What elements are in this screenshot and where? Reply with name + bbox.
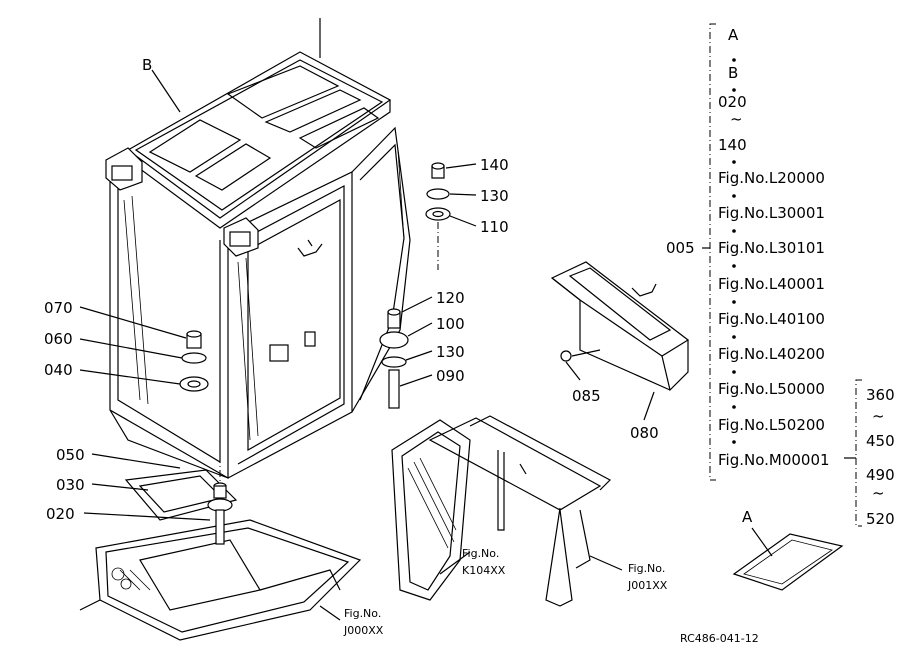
list-item: Fig.No.L20000	[718, 169, 825, 187]
callout-020: 020	[46, 505, 75, 523]
callout-130-bottom: 130	[436, 343, 465, 361]
figref-j001-line2: J001XX	[627, 579, 668, 592]
document-code: RC486-041-12	[680, 632, 759, 645]
figref-j001-line1: Fig.No.	[628, 562, 665, 575]
list-separator-dot	[732, 264, 736, 268]
list-item: Fig.No.L40200	[718, 345, 825, 363]
list-item: Fig.No.L50200	[718, 416, 825, 434]
callout-100: 100	[436, 315, 465, 333]
list-item: A	[728, 26, 739, 44]
callout-130-top: 130	[480, 187, 509, 205]
callout-040: 040	[44, 361, 73, 379]
list-separator-dot	[732, 300, 736, 304]
base-frame	[79, 400, 362, 641]
list-item: Fig.No.L50000	[718, 380, 825, 398]
list-separator-dot	[732, 88, 736, 92]
list-item: Fig.No.M00001	[718, 451, 830, 469]
list-item: B	[728, 64, 738, 82]
callout-050: 050	[56, 446, 85, 464]
cabin-assembly	[105, 18, 411, 480]
callout-110: 110	[480, 218, 509, 236]
list-item: ~	[730, 110, 743, 128]
list-separator-dot	[732, 335, 736, 339]
callout-070: 070	[44, 299, 73, 317]
list-item: 020	[718, 93, 747, 111]
figref-k104-line2: K104XX	[462, 564, 506, 577]
figref-j000-line1: Fig.No.	[344, 607, 381, 620]
rear-mount-top	[425, 162, 477, 270]
list-item: Fig.No.L30101	[718, 239, 825, 257]
list-separator-dot	[732, 370, 736, 374]
range-item: 450	[866, 432, 895, 450]
callout-090: 090	[436, 367, 465, 385]
callout-030: 030	[56, 476, 85, 494]
list-item: Fig.No.L30001	[718, 204, 825, 222]
callout-a: A	[742, 508, 753, 526]
callout-b: B	[142, 56, 152, 74]
callout-140: 140	[480, 156, 509, 174]
list-separator-dot	[732, 440, 736, 444]
list-separator-dot	[732, 405, 736, 409]
callout-080: 080	[630, 424, 659, 442]
rear-cover	[550, 261, 690, 421]
figref-j000-line2: J000XX	[343, 624, 384, 637]
callout-005: 005	[666, 239, 695, 257]
part-list-group: AB020~140Fig.No.L20000Fig.No.L30001Fig.N…	[702, 23, 895, 528]
rear-mount-bottom	[379, 296, 433, 409]
callout-085: 085	[572, 387, 601, 405]
list-separator-dot	[732, 58, 736, 62]
range-item: 490	[866, 466, 895, 484]
callout-060: 060	[44, 330, 73, 348]
figref-k104-line1: Fig.No.	[462, 547, 499, 560]
callout-120: 120	[436, 289, 465, 307]
range-item: ~	[872, 484, 885, 502]
manual-book	[732, 527, 844, 591]
list-separator-dot	[732, 194, 736, 198]
list-item: Fig.No.L40100	[718, 310, 825, 328]
list-separator-dot	[732, 229, 736, 233]
front-mount	[79, 306, 209, 392]
callouts: B 140 130 110 120 100 130 090 070 060 04…	[44, 56, 759, 645]
range-item: 360	[866, 386, 895, 404]
list-item: 140	[718, 136, 747, 154]
list-item: Fig.No.L40001	[718, 275, 825, 293]
list-separator-dot	[732, 160, 736, 164]
range-item: 520	[866, 510, 895, 528]
front-frame	[391, 415, 623, 607]
range-item: ~	[872, 407, 885, 425]
